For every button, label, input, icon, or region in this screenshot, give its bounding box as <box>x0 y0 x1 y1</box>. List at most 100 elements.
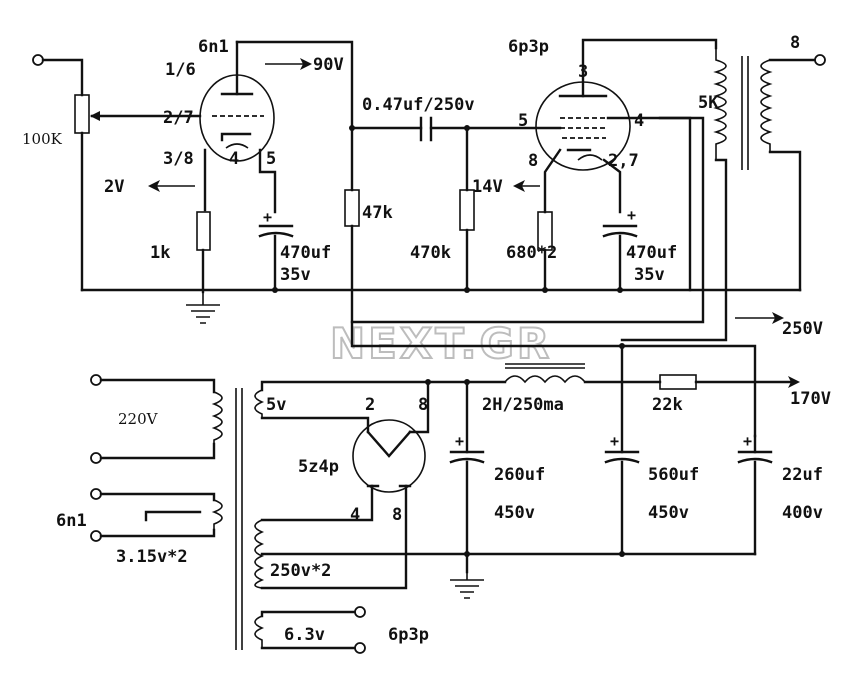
speaker-terminal <box>814 54 826 66</box>
cathode-resistor <box>196 211 211 251</box>
output-transformer-label: 5K <box>698 93 719 113</box>
coupling-capacitor <box>419 116 433 142</box>
cathode-resistor-label: 1k <box>150 243 170 263</box>
output-tube-name: 6p3p <box>508 37 549 57</box>
junction-dot <box>619 551 625 557</box>
power-transformer-core <box>235 388 243 650</box>
output-heater-tube-label: 6p3p <box>388 625 429 645</box>
filter-cap3-plus: + <box>743 432 752 450</box>
preamp-heater-pin-b: 5 <box>266 149 276 169</box>
bypass-cap1-plate-bottom <box>258 231 294 238</box>
bypass-cap2-value: 470uf <box>626 243 677 263</box>
hv-winding-label: 250v*2 <box>270 561 331 581</box>
output-transformer-core <box>741 56 749 170</box>
output-heater-terminal-top <box>354 606 366 618</box>
b-plus-voltage: 250V <box>782 319 823 339</box>
filter-cap2-value: 560uf <box>648 465 699 485</box>
junction-dot <box>272 287 278 293</box>
mains-terminal-bottom <box>90 452 102 464</box>
rectifier-cathode-lead <box>408 380 430 434</box>
bypass-cap2-plate-bottom <box>602 231 638 238</box>
output-cathode-resistor-label: 680*2 <box>506 243 557 263</box>
hv-winding <box>254 519 265 589</box>
heater-terminal-top <box>90 488 102 500</box>
preamp-cathode-pins: 3/8 <box>163 149 194 169</box>
mains-terminal-top <box>90 374 102 386</box>
cathode2-voltage-arrow-icon <box>513 180 525 192</box>
plate-resistor-label: 47k <box>362 203 393 223</box>
transformer-secondary-return <box>768 150 802 292</box>
heater-winding-label: 3.15v*2 <box>116 547 188 567</box>
power-primary-winding <box>211 391 223 444</box>
bypass-cap1-plus: + <box>263 208 272 226</box>
cathode-voltage-arrow-icon <box>148 180 160 192</box>
filter-cap1-plate-bottom <box>449 457 485 464</box>
b-plus2-arrow-icon <box>788 376 800 388</box>
coupling-capacitor-label: 0.47uf/250v <box>362 95 475 115</box>
preamp-tube-name: 6n1 <box>198 37 229 57</box>
screen-lead <box>606 116 692 292</box>
heater-wire-bottom <box>99 528 216 538</box>
rectifier-heater-wire-top <box>260 380 430 392</box>
filter-cap1-value: 260uf <box>494 465 545 485</box>
filter-cap2-voltage: 450v <box>648 503 689 523</box>
ground-symbol-1 <box>186 292 220 324</box>
bypass-cap1-voltage: 35v <box>280 265 311 285</box>
filter-cap3-value: 22uf <box>782 465 823 485</box>
wiper-arrow-icon <box>90 111 100 121</box>
heater-tube-label: 6n1 <box>56 511 87 531</box>
plate1-rail <box>235 40 354 130</box>
bypass-cap2-voltage: 35v <box>634 265 665 285</box>
rectifier-pin-2: 2 <box>365 395 375 415</box>
b-plus-arrow-icon <box>772 312 784 324</box>
primary-voltage: 220V <box>118 410 159 428</box>
filter-cap1-plus: + <box>455 432 464 450</box>
dropper-resistor <box>659 374 697 390</box>
output-heater-wire-top <box>260 610 357 618</box>
rectifier-pin-8a: 8 <box>418 395 428 415</box>
plate-resistor <box>344 189 360 227</box>
b-plus-feed-wire <box>350 116 705 324</box>
junction-dot <box>425 379 431 385</box>
b-plus-distribution <box>350 320 757 438</box>
choke-winding <box>504 375 586 384</box>
preamp-cathode <box>220 132 252 142</box>
rectifier-heater-wire-bottom <box>260 416 370 434</box>
filter-cap2-plus: + <box>610 432 619 450</box>
mains-wire-top <box>99 378 216 394</box>
heater-lead <box>258 148 277 214</box>
output-plate-pin: 3 <box>578 62 588 82</box>
volume-potentiometer <box>74 94 90 134</box>
b-plus2-voltage: 170V <box>790 389 831 409</box>
output-heater-pins: 2,7 <box>608 151 639 171</box>
bypass-cap2-plus: + <box>627 206 636 224</box>
junction-dot <box>542 287 548 293</box>
preamp-grid-pins: 2/7 <box>163 108 194 128</box>
rectifier-filament <box>366 430 412 458</box>
rectifier-plate-b-lead <box>260 484 408 590</box>
pot-label: 100K <box>22 130 63 148</box>
output-heater-winding-label: 6.3v <box>284 625 325 645</box>
filter-cap1-voltage: 450v <box>494 503 535 523</box>
heater-terminal-bottom <box>90 530 102 542</box>
speaker-impedance: 8 <box>790 33 800 53</box>
cathode2-voltage: 14V <box>472 177 503 197</box>
rectifier-pin-4: 4 <box>350 505 360 525</box>
grid-resistor-label: 470k <box>410 243 451 263</box>
plate-voltage-arrow-icon <box>300 58 312 70</box>
mains-wire-bottom <box>99 442 216 460</box>
choke-label: 2H/250ma <box>482 395 564 415</box>
junction-dot <box>464 379 470 385</box>
junction-dot <box>617 287 623 293</box>
output-cathode-lead <box>543 148 562 214</box>
heater-center-tap <box>144 510 202 522</box>
rectifier-heater-winding <box>254 389 265 418</box>
filter-cap3-plate-bottom <box>737 457 773 464</box>
rectifier-heater-label: 5v <box>266 395 286 415</box>
output-heater-terminal-bottom <box>354 642 366 654</box>
output-plate-lead <box>581 38 718 98</box>
heater-wire-top <box>99 492 216 502</box>
output-transformer-secondary <box>760 59 773 152</box>
